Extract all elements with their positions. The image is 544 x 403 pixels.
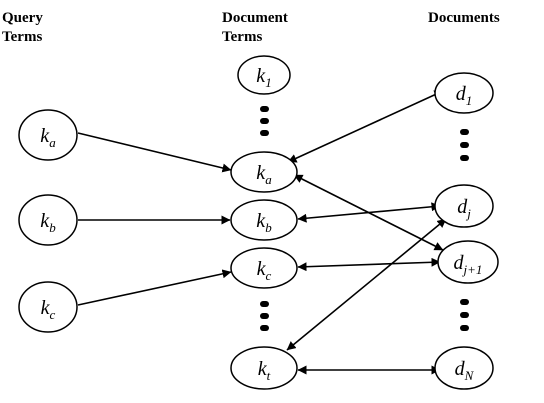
- node-query-kc: kc: [18, 281, 78, 333]
- header-document-terms-line1: Document: [222, 10, 288, 26]
- edge-term-ka-doc-d1: [287, 90, 444, 163]
- header-document-terms-line2: Terms: [222, 29, 262, 45]
- svg-text:dj: dj: [457, 196, 471, 221]
- svg-text:dj+1: dj+1: [454, 252, 483, 277]
- edge-query-kc-to-term-kc: [77, 269, 232, 306]
- node-term-kb: kb: [230, 199, 298, 241]
- edge-term-kb-doc-dj: [297, 202, 441, 223]
- node-term-ka: ka: [230, 151, 298, 193]
- ellipsis-dots-terms-lower: [260, 301, 269, 331]
- node-query-kb: kb: [18, 194, 78, 246]
- header-query-terms-line2: Terms: [2, 29, 42, 45]
- svg-text:d1: d1: [456, 83, 473, 108]
- svg-text:kb: kb: [40, 210, 56, 235]
- node-term-k1: k1: [237, 55, 291, 95]
- svg-text:ka: ka: [256, 162, 272, 187]
- node-doc-dj1: dj+1: [437, 240, 499, 284]
- svg-text:kc: kc: [41, 297, 56, 322]
- svg-text:dN: dN: [455, 358, 475, 383]
- node-doc-dj: dj: [434, 184, 494, 228]
- node-doc-d1: d1: [434, 72, 494, 114]
- svg-text:kt: kt: [258, 358, 271, 383]
- svg-text:kc: kc: [257, 258, 272, 283]
- ellipsis-dots-docs-upper: [460, 129, 469, 161]
- header-query-terms-line1: Query: [2, 10, 43, 26]
- ellipsis-dots-docs-lower: [460, 299, 469, 331]
- node-term-kt: kt: [230, 346, 298, 390]
- svg-text:ka: ka: [40, 125, 56, 150]
- node-doc-dN: dN: [434, 346, 494, 390]
- edge-query-ka-to-term-ka: [77, 132, 232, 173]
- ellipsis-dots-terms-upper: [260, 106, 269, 136]
- node-term-kc: kc: [230, 247, 298, 289]
- edge-term-kc-doc-dj1: [297, 257, 441, 272]
- edge-term-kt-doc-dj: [286, 218, 447, 351]
- svg-text:k1: k1: [256, 65, 271, 90]
- svg-text:kb: kb: [256, 210, 272, 235]
- node-query-ka: ka: [18, 109, 78, 161]
- header-documents: Documents: [428, 10, 500, 26]
